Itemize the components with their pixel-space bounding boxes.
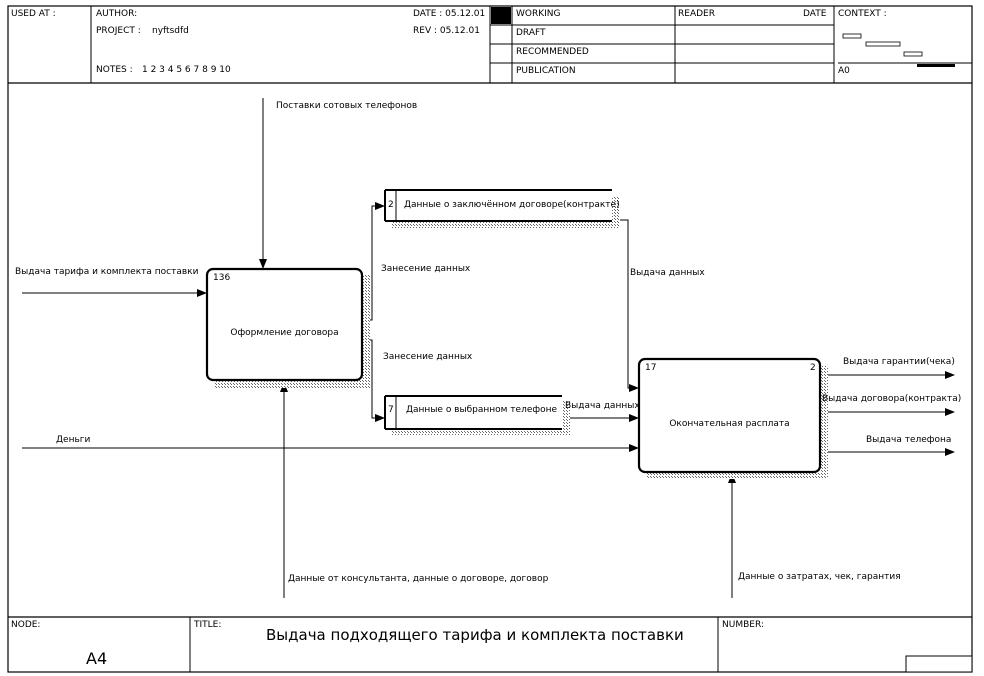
notes-numbers[interactable]: 1 2 3 4 5 6 7 8 9 10: [142, 65, 231, 75]
title-label: TITLE:: [194, 620, 222, 630]
label-out-warranty: Выдача гарантии(чека): [843, 357, 955, 367]
label-consultant: Данные от консультанта, данные о договор…: [288, 574, 549, 584]
status-draft[interactable]: DRAFT: [516, 28, 546, 38]
context-node: A0: [838, 66, 850, 76]
status-recommended[interactable]: RECOMMENDED: [516, 47, 589, 57]
context-label: CONTEXT :: [838, 9, 887, 19]
store-phone-label: Данные о выбранном телефоне: [406, 405, 557, 415]
activity-box-payment[interactable]: [637, 357, 822, 474]
label-issue-data-1: Выдача данных: [630, 268, 705, 278]
box-payment-num: 2: [810, 363, 816, 373]
author-label: AUTHOR:: [96, 9, 138, 19]
store-contract-id: 2: [388, 200, 394, 210]
status-working[interactable]: WORKING: [516, 9, 561, 19]
diagram-title: Выдача подходящего тарифа и комплекта по…: [266, 626, 684, 644]
box-payment-id: 17: [645, 363, 657, 373]
node-label: NODE:: [11, 620, 41, 630]
activity-box-contract[interactable]: [205, 267, 364, 382]
notes-label: NOTES :: [96, 65, 133, 75]
label-issue-data-2: Выдача данных: [565, 401, 640, 411]
working-status-marker: [491, 7, 511, 24]
label-money: Деньги: [56, 435, 91, 445]
context-mini-diagram: [842, 33, 955, 67]
status-publication[interactable]: PUBLICATION: [516, 66, 576, 76]
store-phone-id: 7: [388, 405, 394, 415]
used-at-label: USED AT :: [11, 9, 56, 19]
label-out-contract: Выдача договора(контракта): [822, 394, 962, 404]
box-contract-name: Оформление договора: [230, 328, 339, 338]
data-store-phone[interactable]: [384, 395, 562, 430]
label-tariff-input: Выдача тарифа и комплекта поставки: [15, 267, 199, 277]
box-payment-name: Окончательная расплата: [669, 419, 790, 429]
label-entry-1: Занесение данных: [381, 264, 471, 274]
reader-label: READER: [678, 9, 715, 19]
reader-date-label: DATE: [803, 9, 827, 19]
project-value: nyftsdfd: [152, 26, 189, 36]
store-contract-label: Данные о заключённом договоре(контракте): [404, 200, 620, 210]
label-out-phone: Выдача телефона: [866, 435, 952, 445]
rev-field: REV : 05.12.01: [413, 26, 480, 36]
node-value: A4: [86, 649, 108, 668]
data-store-contract[interactable]: [384, 189, 612, 222]
project-label: PROJECT :: [96, 26, 141, 36]
label-entry-2: Занесение данных: [383, 352, 473, 362]
label-costs: Данные о затратах, чек, гарантия: [738, 572, 901, 582]
date-field: DATE : 05.12.01: [413, 9, 486, 19]
number-label: NUMBER:: [722, 620, 764, 630]
label-suppliers: Поставки сотовых телефонов: [276, 101, 418, 111]
arrow-issue-data-contract: [612, 219, 639, 392]
box-contract-id: 136: [213, 273, 231, 283]
